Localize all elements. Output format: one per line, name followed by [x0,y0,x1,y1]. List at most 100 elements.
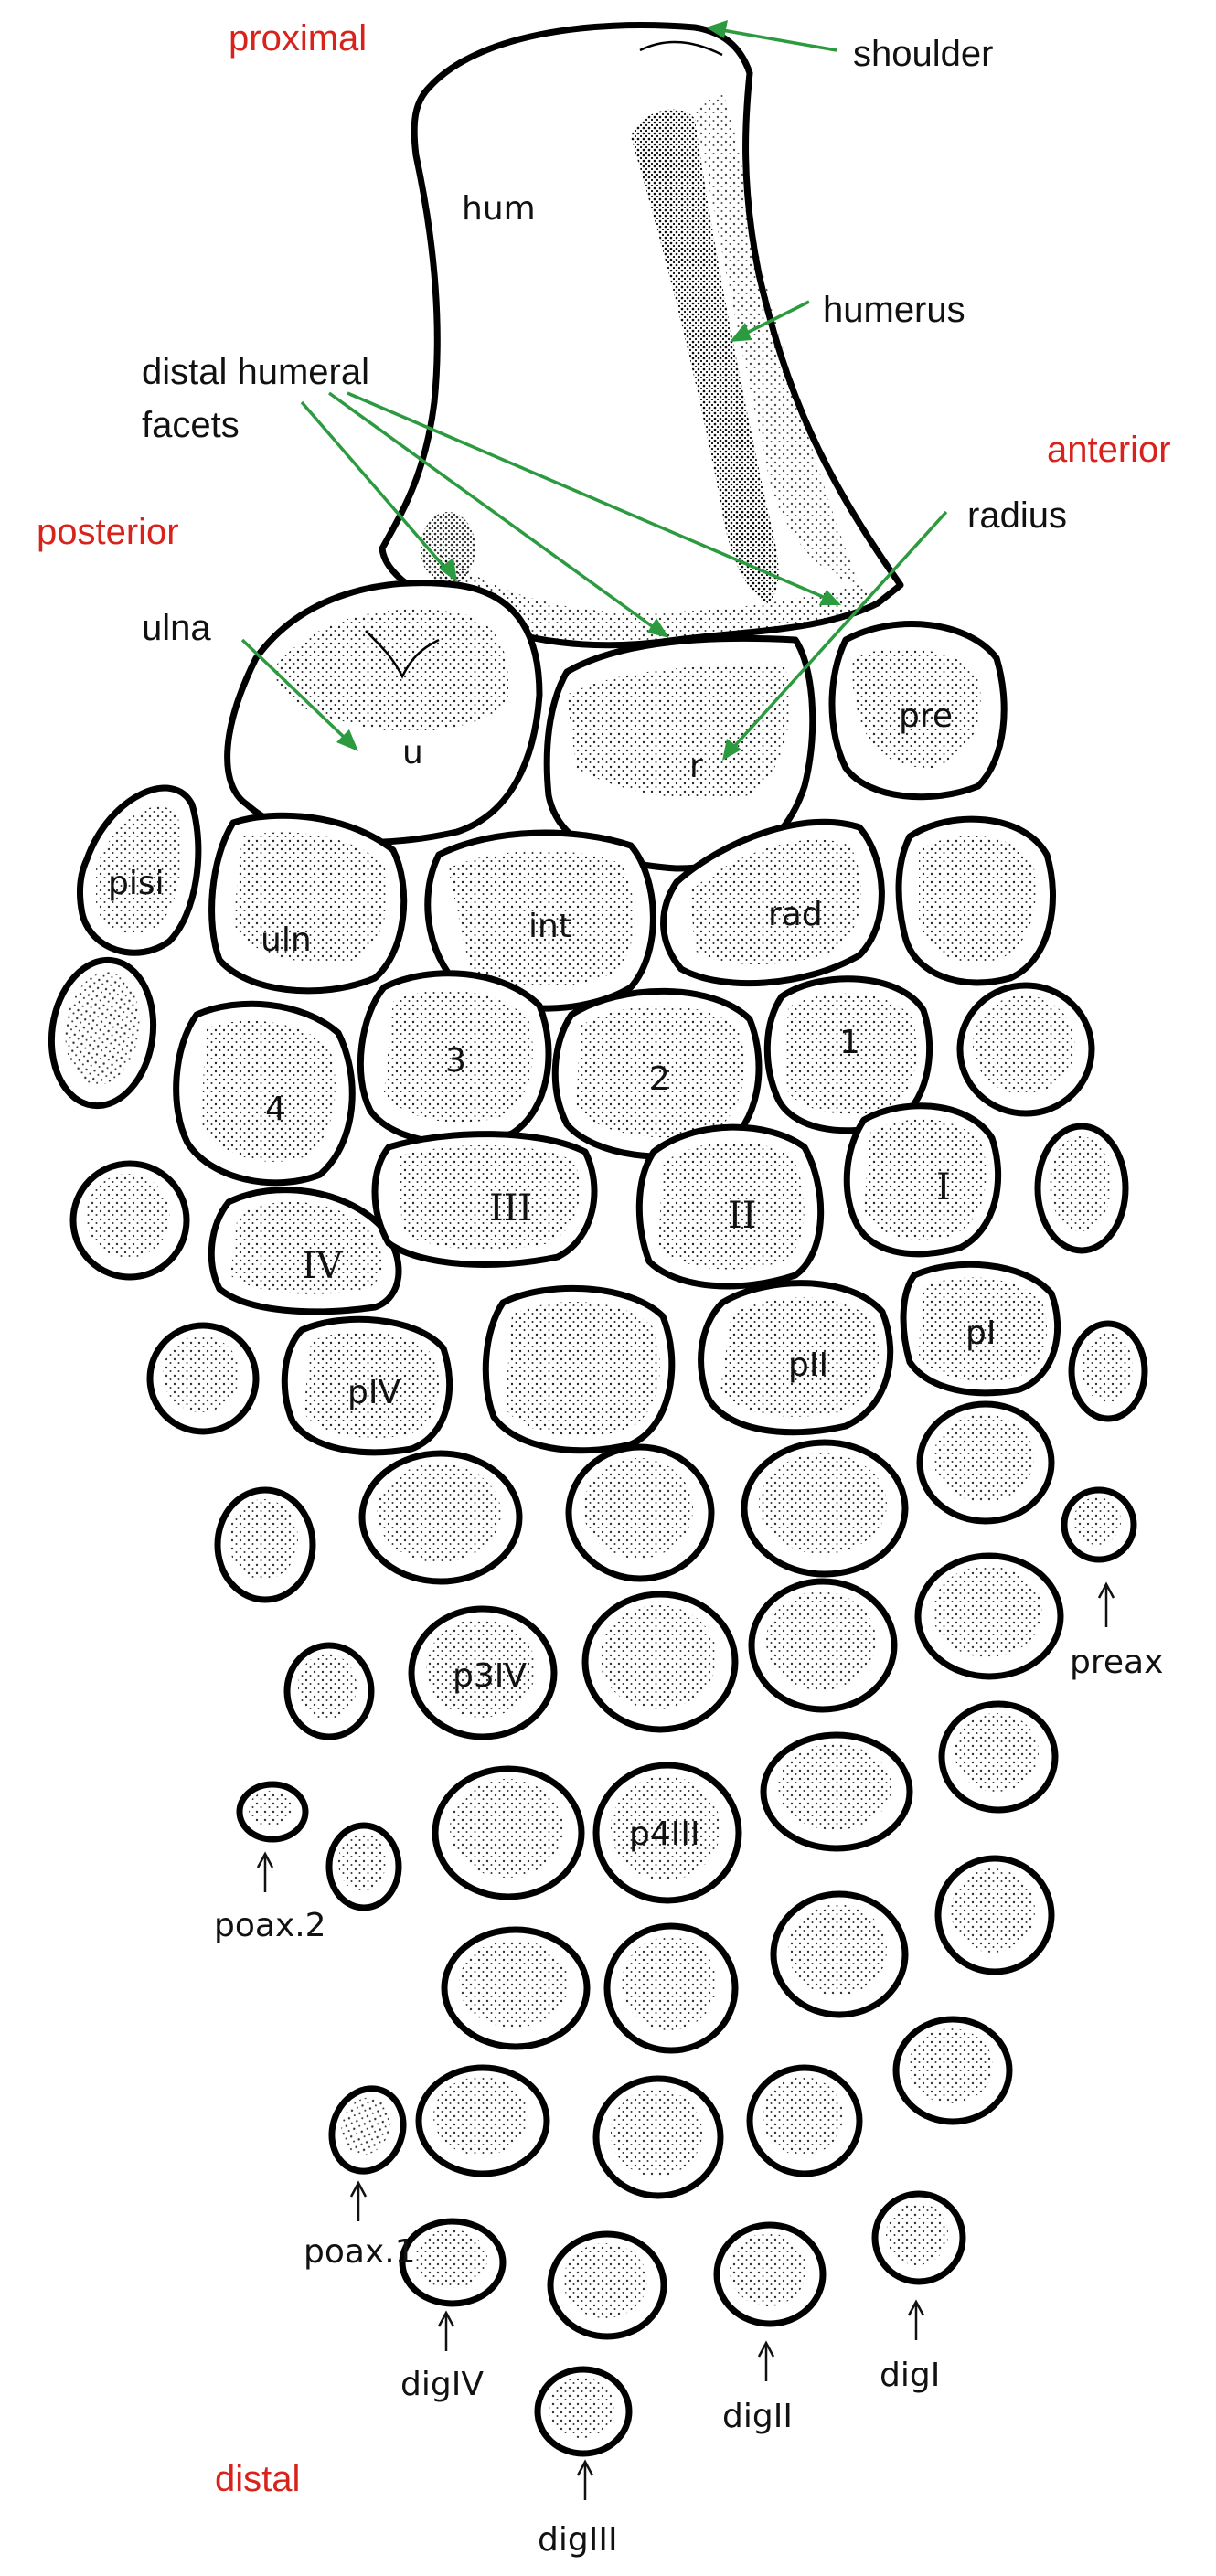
outer-anterior-carpal-bone [956,982,1095,1117]
phalanx-row5-4-bone [934,1855,1055,1975]
metacarpal-III-bone [371,1131,598,1268]
shoulder-leader [706,20,837,52]
label-pre: pre [899,697,953,735]
carpal-4-bone [173,1000,356,1187]
label-metacarpal-III: III [489,1187,532,1229]
phalanx-row1-1-bone [146,1322,260,1435]
label-u: u [402,734,423,772]
phalanx-row4-1-bone [325,1822,402,1911]
small-posterior-metacarpal-bone [69,1160,190,1281]
label-metacarpal-I: I [936,1166,951,1208]
digIII-terminal-bone [534,2366,633,2457]
phalanx-row4-2-bone [432,1765,585,1900]
phalanx-row2-5-bone [916,1400,1055,1525]
poax1-element-bone [328,2085,407,2175]
humerus-bone [379,22,904,649]
phalanx-row5-1-bone [441,1926,591,2050]
carpal-2-bone [551,987,763,1160]
phalanx-pIV-bone [281,1315,453,1456]
carpal-extra-bone [895,815,1056,986]
callout-distal-facets-line2: facets [142,405,240,445]
label-metacarpal-IV: IV [302,1245,344,1287]
label-digII: digII [722,2398,793,2435]
label-poax1: poax.1 [304,2233,416,2271]
pisiform-bone [77,784,202,956]
callout-ulna: ulna [142,608,211,648]
phalanx-row6-3-bone [746,2064,863,2177]
phalanx-row3-1-bone [283,1642,375,1740]
label-uln: uln [261,921,312,959]
phalanx-row2-2-bone [358,1450,523,1585]
phalanx-row6-1-bone [415,2064,550,2177]
phalanx-row2-1-bone [214,1486,316,1603]
orientation-proximal: proximal [229,18,367,59]
label-p4III: p4III [629,1815,700,1853]
radius-bone [543,634,816,872]
phalanx-row1-3-bone [482,1284,676,1454]
label-pIV: pIV [347,1374,400,1411]
label-digI: digI [880,2357,940,2394]
humerus-leader [730,300,810,342]
phalanx-pII-bone [698,1280,894,1436]
phalanx-p3IV-bone [408,1605,558,1740]
phalanx-row2-4-bone [741,1439,909,1578]
callout-distal-facets-line1: distal humeral [142,352,369,392]
ulnare-bone [208,812,408,995]
label-metacarpal-II: II [728,1195,757,1237]
label-pII: pII [788,1347,828,1384]
label-carpal-4: 4 [265,1091,286,1128]
distal-facets-leaders [300,391,841,638]
label-int: int [528,908,571,945]
ulna-bone [224,580,543,846]
callout-humerus: humerus [823,290,965,330]
orientation-distal: distal [215,2459,300,2499]
digI-terminal-bone [871,2190,966,2285]
phalanx-row3-5-bone [914,1552,1064,1680]
intermedium-bone [424,829,656,1012]
outer-posterior-carpal-bone [48,956,157,1110]
label-pisi: pisi [108,865,165,902]
label-carpal-3: 3 [445,1042,466,1080]
metacarpal-I-bone [843,1102,1002,1258]
phalanx-p4III-bone [592,1762,742,1904]
label-carpal-2: 2 [649,1060,670,1098]
callout-shoulder: shoulder [853,34,993,74]
label-digIV: digIV [400,2366,484,2403]
label-hum: hum [462,190,536,228]
label-poax2: poax.2 [214,1907,326,1944]
phalanx-row6-2-bone [592,2075,724,2199]
phalanx-row3-4-bone [748,1578,898,1713]
label-r: r [689,748,703,785]
orientation-posterior: posterior [37,512,179,552]
phalanx-row4-5-bone [938,1700,1059,1814]
preax-element-bone [1061,1486,1137,1563]
preaxial-element-bone [828,621,1008,801]
label-carpal-1: 1 [839,1024,860,1061]
ulna-leader [240,638,358,751]
callout-radius: radius [967,495,1067,536]
digIV-terminal-bone [399,2218,507,2307]
phalanx-row7-2-bone [547,2230,667,2340]
digII-terminal-bone [713,2221,827,2327]
radiale-bone [660,818,885,987]
phalanx-row5-2-bone [603,1922,739,2054]
radius-leader [722,510,948,761]
metacarpal-IV-bone [208,1187,402,1315]
poax2-element-bone [236,1781,309,1843]
phalanx-row3-3-bone [581,1591,739,1733]
phalanx-row6-4-bone [892,2016,1013,2125]
phalanx-row4-4-bone [760,1731,913,1852]
label-p3IV: p3IV [453,1657,527,1695]
phalanx-row1-preaxial-bone [1068,1320,1148,1422]
label-pI: pI [965,1315,996,1352]
phalanx-row2-3-bone [565,1443,715,1582]
label-rad: rad [768,896,823,933]
preaxial-metacarpal-bone [1034,1123,1129,1254]
label-digIII: digIII [538,2521,618,2559]
phalanx-row5-3-bone [770,1890,909,2018]
phalanx-pI-bone [900,1261,1061,1397]
orientation-anterior: anterior [1047,430,1171,470]
metacarpal-II-bone [635,1123,825,1290]
label-preax: preax [1070,1644,1163,1681]
